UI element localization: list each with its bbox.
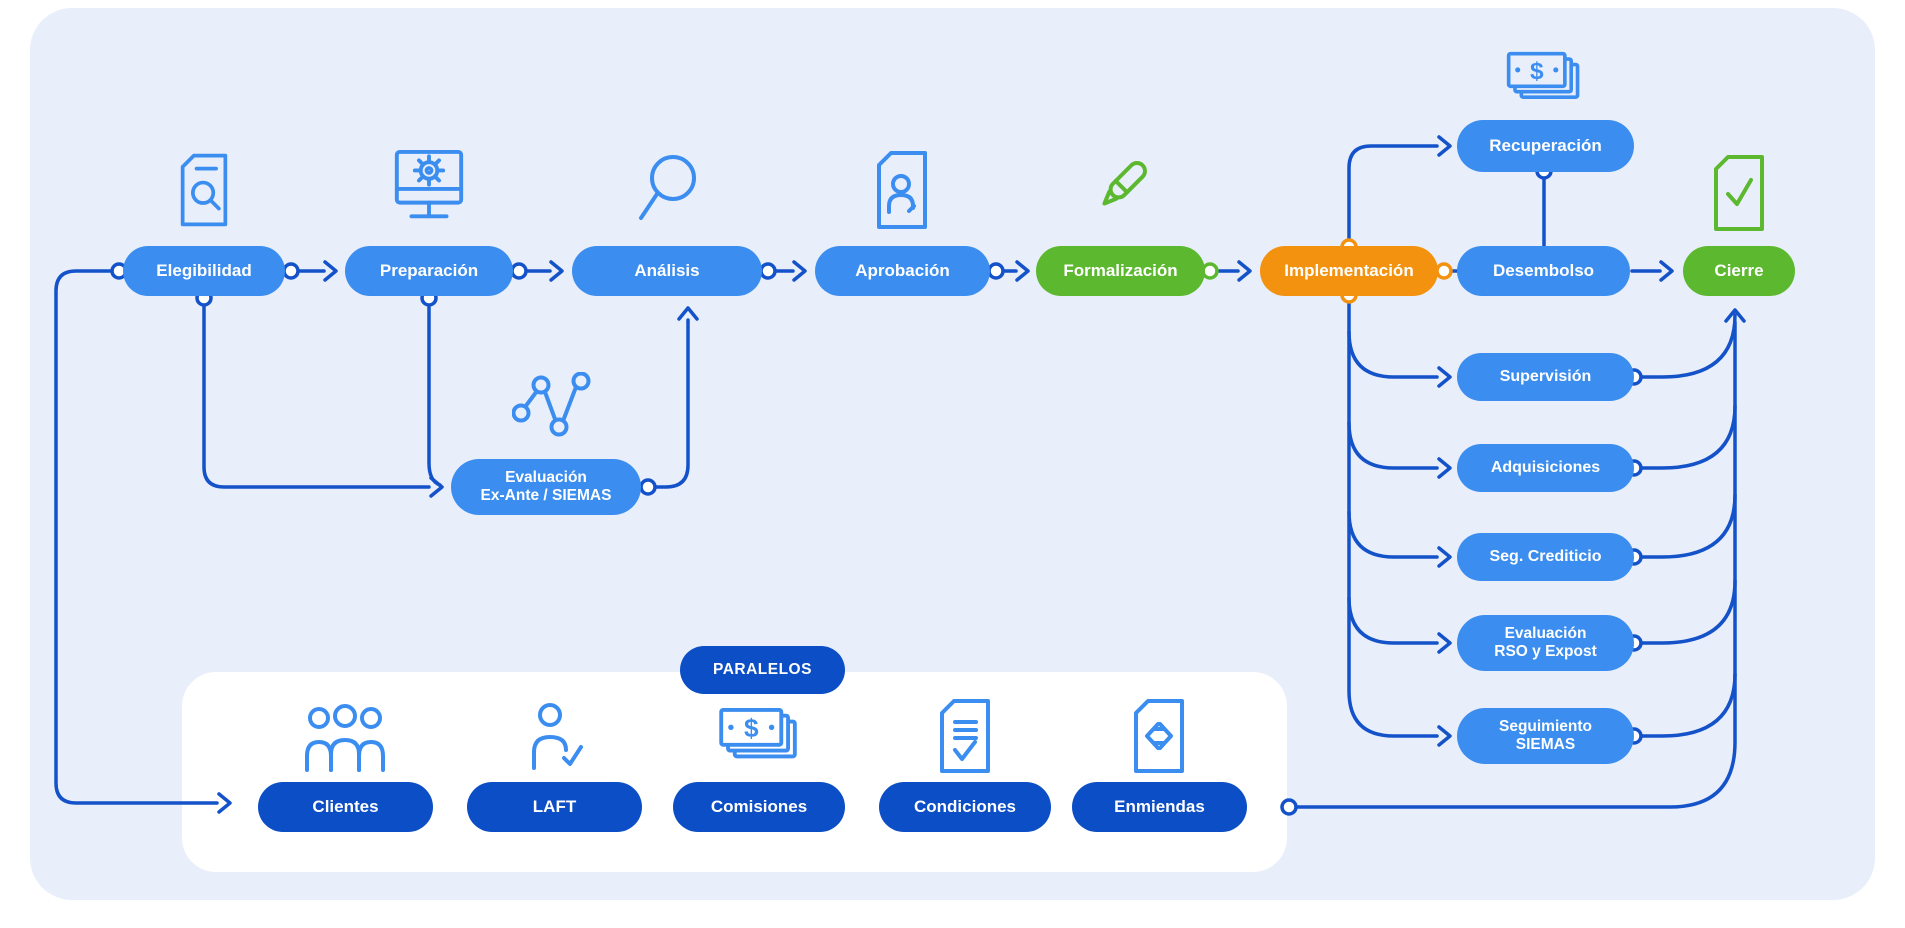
paralelos-title-label: PARALELOS bbox=[713, 661, 812, 679]
svg-text:$: $ bbox=[1530, 58, 1544, 85]
branch-adquisiciones: Adquisiciones bbox=[1457, 444, 1634, 492]
branch-label: Adquisiciones bbox=[1490, 458, 1601, 476]
step-label: Elegibilidad bbox=[156, 261, 252, 281]
pen-icon bbox=[1081, 148, 1159, 228]
document-check-icon bbox=[1711, 154, 1767, 232]
step-label: Formalización bbox=[1063, 261, 1178, 281]
branch-label-line1: Seguimiento bbox=[1498, 718, 1592, 736]
branch-label-line1: Evaluación bbox=[1504, 625, 1587, 643]
paralelos-item-enmiendas: Enmiendas bbox=[1072, 782, 1247, 832]
node-graph-icon bbox=[512, 372, 594, 440]
step-formalizacion: Formalización bbox=[1036, 246, 1205, 296]
paralelos-item-label: LAFT bbox=[532, 797, 577, 817]
svg-text:$: $ bbox=[744, 713, 759, 743]
paralelos-item-laft: LAFT bbox=[467, 782, 642, 832]
step-label: Aprobación bbox=[855, 261, 950, 281]
branch-seg-crediticio: Seg. Crediticio bbox=[1457, 533, 1634, 581]
monitor-gear-icon bbox=[390, 148, 468, 228]
document-swap-icon bbox=[1130, 698, 1188, 774]
paralelos-item-label: Clientes bbox=[312, 797, 379, 817]
branch-recuperacion: Recuperación bbox=[1457, 120, 1634, 172]
step-label: Preparación bbox=[379, 261, 479, 281]
step-label: Desembolso bbox=[1492, 261, 1595, 281]
paralelos-item-label: Enmiendas bbox=[1114, 797, 1205, 817]
paralelos-item-clientes: Clientes bbox=[258, 782, 433, 832]
magnifier-icon bbox=[635, 150, 699, 230]
document-person-icon bbox=[874, 150, 930, 230]
paralelos-item-comisiones: Comisiones bbox=[673, 782, 845, 832]
paralelos-item-label: Condiciones bbox=[913, 797, 1016, 817]
step-label: Análisis bbox=[634, 261, 700, 281]
step-elegibilidad: Elegibilidad bbox=[123, 246, 285, 296]
people-group-icon bbox=[299, 700, 391, 772]
branch-supervision: Supervisión bbox=[1457, 353, 1634, 401]
step-label: Implementación bbox=[1284, 261, 1414, 281]
paralelos-box bbox=[182, 672, 1287, 872]
branch-label: Recuperación bbox=[1489, 136, 1602, 156]
step-desembolso: Desembolso bbox=[1457, 246, 1630, 296]
branch-label-line2: SIEMAS bbox=[1515, 736, 1576, 753]
paralelos-item-label: Comisiones bbox=[710, 797, 808, 817]
money-bills-icon: $ bbox=[1502, 50, 1586, 108]
step-cierre: Cierre bbox=[1683, 246, 1795, 296]
step-implementacion: Implementación bbox=[1260, 246, 1438, 296]
step-aprobacion: Aprobación bbox=[815, 246, 990, 296]
money-bills-icon: $ bbox=[716, 706, 802, 768]
person-check-icon bbox=[524, 700, 584, 772]
node-label-line1: Evaluación bbox=[505, 469, 587, 487]
branch-label: Supervisión bbox=[1499, 367, 1592, 385]
paralelos-header: PARALELOS bbox=[680, 646, 845, 694]
document-checklist-icon bbox=[937, 698, 993, 774]
step-label: Cierre bbox=[1714, 261, 1764, 281]
step-analisis: Análisis bbox=[572, 246, 762, 296]
node-label-line2: Ex-Ante / SIEMAS bbox=[480, 487, 612, 504]
branch-label-line2: RSO y Expost bbox=[1494, 643, 1597, 660]
paralelos-item-condiciones: Condiciones bbox=[879, 782, 1051, 832]
branch-label: Seg. Crediticio bbox=[1489, 547, 1602, 565]
document-search-icon bbox=[178, 150, 230, 230]
step-preparacion: Preparación bbox=[345, 246, 513, 296]
